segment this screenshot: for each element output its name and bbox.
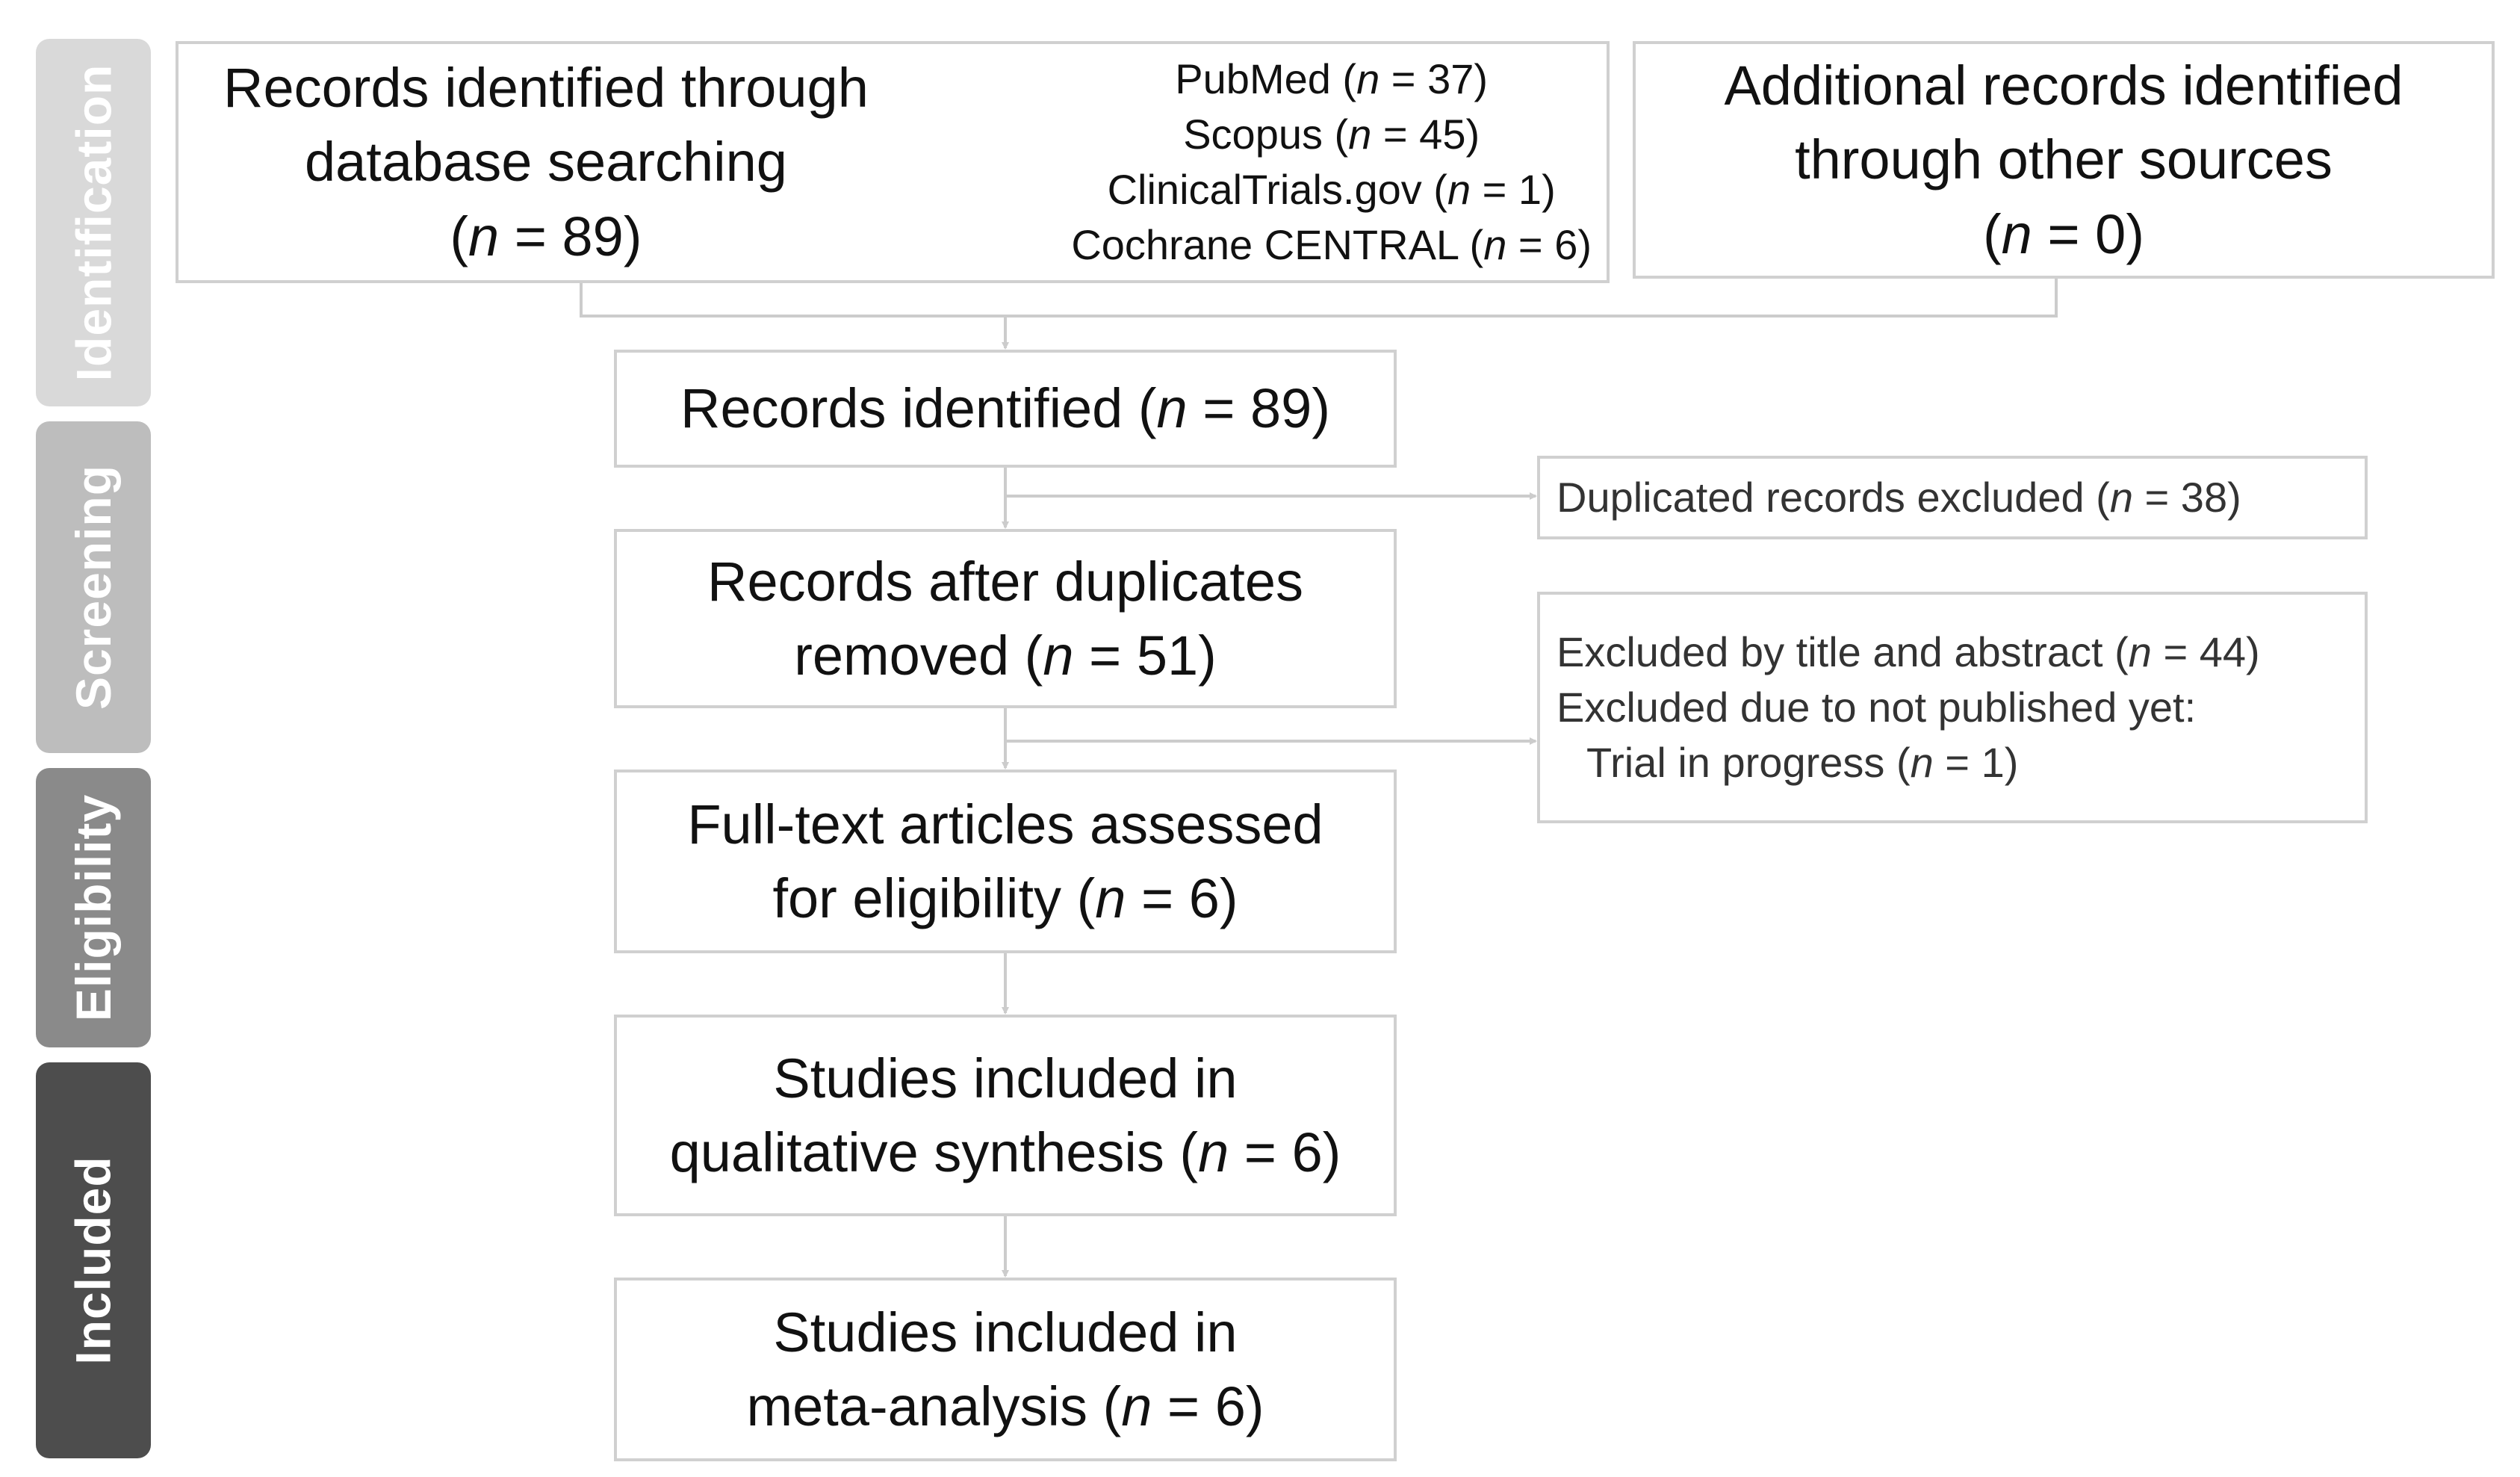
count-value: = 37) [1380,55,1489,103]
count-variable: n [1356,55,1380,103]
phase-label-screening: Screening [36,421,151,753]
count-variable: n [1198,1121,1229,1183]
qualitative-synthesis-box: Studies included in qualitative synthesi… [614,1015,1397,1216]
box-label: qualitative synthesis ( [669,1121,1199,1183]
box-label: for eligibility ( [772,867,1096,929]
phase-label-included: Included [36,1062,151,1458]
qualitative-line-2: qualitative synthesis (n = 6) [670,1115,1341,1189]
count-variable: n [1043,625,1074,687]
box-label: Excluded by title and abstract ( [1557,628,2129,676]
database-count: (n = 89) [450,199,642,273]
count-variable: n [2109,474,2133,521]
source-name: Scopus ( [1183,111,1349,158]
phase-label-text: Screening [66,464,122,710]
database-search-summary: Records identified through database sear… [223,51,869,273]
records-identified-box: Records identified (n = 89) [614,350,1397,468]
other-sources-count: (n = 0) [1983,197,2144,271]
connector-db-to-merge [580,279,2058,318]
count-value: = 6) [1506,220,1592,268]
records-identified-text: Records identified (n = 89) [680,371,1330,445]
count-variable: n [468,205,500,267]
count-open: ( [1983,202,2002,265]
phase-label-text: Identification [66,64,122,382]
box-label: Trial in progress ( [1586,738,1911,786]
count-value: = 38) [2132,474,2241,521]
source-pubmed: PubMed (n = 37) [1175,52,1488,107]
phase-label-identification: Identification [36,39,151,406]
count-variable: n [1121,1375,1152,1437]
box-label: removed ( [794,625,1043,687]
count-variable: n [1095,867,1126,929]
duplicates-excluded-box: Duplicated records excluded (n = 38) [1537,456,2368,539]
other-sources-box: Additional records identified through ot… [1633,41,2495,279]
count-variable: n [1910,738,1934,786]
meta-analysis-box: Studies included in meta-analysis (n = 6… [614,1278,1397,1461]
source-name: PubMed ( [1175,55,1357,103]
database-line-1: Records identified through [223,57,869,120]
after-duplicates-line-2: removed (n = 51) [794,619,1217,693]
count-value: = 6) [1126,867,1238,929]
phase-label-text: Included [66,1156,122,1365]
box-label: meta-analysis ( [746,1375,1122,1437]
full-text-line-2: for eligibility (n = 6) [772,861,1238,935]
phase-label-eligibility: Eligibility [36,768,151,1047]
count-value: = 6) [1152,1375,1264,1437]
meta-line-2: meta-analysis (n = 6) [746,1369,1264,1443]
full-text-assessed-box: Full-text articles assessed for eligibil… [614,770,1397,953]
count-variable: n [2128,628,2152,676]
full-text-line-1: Full-text articles assessed [687,793,1323,855]
source-name: ClinicalTrials.gov ( [1107,166,1447,213]
other-sources-line-1: Additional records identified [1724,55,2403,117]
duplicates-excluded-text: Duplicated records excluded (n = 38) [1557,470,2365,525]
count-value: = 0) [2032,202,2144,265]
count-variable: n [1483,220,1507,268]
meta-line-1: Studies included in [773,1301,1238,1363]
count-value: = 51) [1073,625,1217,687]
source-cochrane: Cochrane CENTRAL (n = 6) [1071,217,1592,273]
database-line-2: database searching [304,131,787,193]
count-variable: n [1348,111,1372,158]
excluded-title-abstract: Excluded by title and abstract (n = 44) [1557,625,2365,680]
count-variable: n [1447,166,1471,213]
count-variable: n [1156,377,1188,440]
count-value: = 1) [1471,166,1556,213]
source-scopus: Scopus (n = 45) [1183,107,1480,162]
after-duplicates-line-1: Records after duplicates [707,550,1303,613]
source-name: Cochrane CENTRAL ( [1071,220,1484,268]
count-value: = 45) [1371,111,1480,158]
count-value: = 44) [2151,628,2260,676]
count-value: = 1) [1933,738,2019,786]
source-clinicaltrials: ClinicalTrials.gov (n = 1) [1108,162,1556,217]
box-label: Duplicated records excluded ( [1557,474,2110,521]
trial-in-progress: Trial in progress (n = 1) [1557,735,2365,790]
qualitative-line-1: Studies included in [773,1047,1238,1109]
count-open: ( [450,205,469,267]
excluded-not-published: Excluded due to not published yet: [1557,684,2197,731]
other-sources-line-2: through other sources [1795,128,2333,191]
count-variable: n [2001,202,2032,265]
records-after-duplicates-box: Records after duplicates removed (n = 51… [614,529,1397,708]
box-label: Records identified ( [680,377,1157,440]
database-source-list: PubMed (n = 37) Scopus (n = 45) Clinical… [1071,52,1592,273]
screening-exclusions-box: Excluded by title and abstract (n = 44) … [1537,592,2368,823]
count-value: = 89) [499,205,642,267]
count-value: = 6) [1229,1121,1341,1183]
count-value: = 89) [1187,377,1330,440]
database-search-box: Records identified through database sear… [176,41,1610,283]
phase-label-text: Eligibility [66,793,122,1022]
